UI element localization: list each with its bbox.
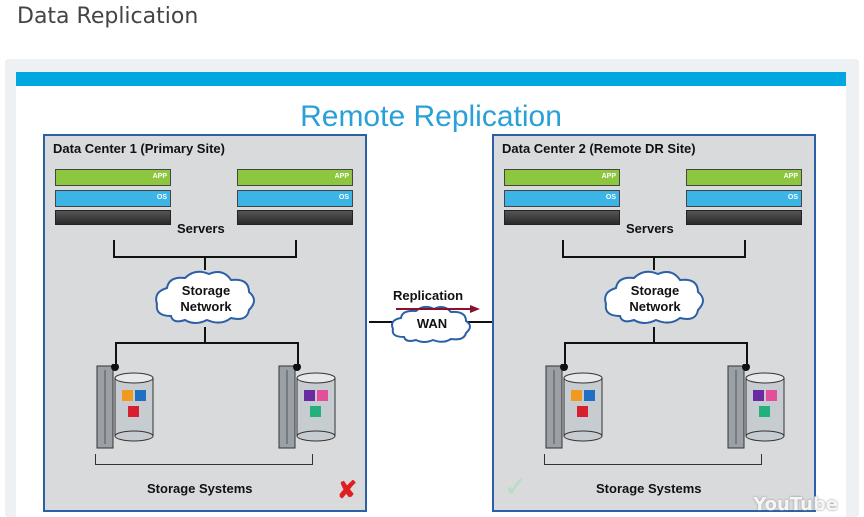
server-hardware-icon xyxy=(686,210,802,225)
app-layer: APP xyxy=(504,169,620,186)
storage-network-cloud-icon xyxy=(155,270,255,324)
primary-server-2: APP OS xyxy=(237,169,353,225)
app-layer: APP xyxy=(686,169,802,186)
app-layer: APP xyxy=(55,169,171,186)
youtube-logo-icon[interactable]: YouTube xyxy=(753,494,838,515)
server-hardware-icon xyxy=(237,210,353,225)
slide-top-bar xyxy=(16,72,846,86)
wan-cloud-icon xyxy=(391,305,471,343)
connector-line xyxy=(653,327,655,342)
wan-label: WAN xyxy=(416,316,448,331)
connector-line xyxy=(746,342,748,367)
remote-server-1: APP OS xyxy=(504,169,620,225)
primary-servers-label: Servers xyxy=(177,221,225,236)
os-layer: OS xyxy=(686,190,802,207)
remote-site-title: Data Center 2 (Remote DR Site) xyxy=(502,141,696,156)
remote-servers-label: Servers xyxy=(626,221,674,236)
replication-arrow-icon xyxy=(396,305,480,313)
storage-bracket xyxy=(544,454,762,465)
connector-line xyxy=(653,256,655,270)
connector-line xyxy=(744,240,746,257)
connector-line xyxy=(115,342,117,367)
success-check-icon: ✓ xyxy=(504,471,528,502)
connector-line xyxy=(564,342,566,367)
storage-array-icon xyxy=(96,364,154,449)
connector-line xyxy=(204,256,206,270)
connector-line xyxy=(204,327,206,342)
replication-label: Replication xyxy=(393,288,464,303)
page-title: Data Replication xyxy=(17,4,199,29)
primary-site-panel: Data Center 1 (Primary Site) APP OS APP … xyxy=(43,134,367,512)
remote-network-label: Storage Network xyxy=(629,283,681,314)
failure-x-icon: ✘ xyxy=(337,477,358,504)
remote-server-2: APP OS xyxy=(686,169,802,225)
wan-connector-line xyxy=(466,321,493,323)
storage-array-icon xyxy=(278,364,336,449)
os-layer: OS xyxy=(504,190,620,207)
primary-storage-label: Storage Systems xyxy=(147,481,253,496)
storage-network-cloud-icon xyxy=(604,270,704,324)
connector-line xyxy=(115,342,299,344)
storage-bracket xyxy=(95,454,313,465)
slide-title: Remote Replication xyxy=(300,100,562,133)
connector-line xyxy=(113,240,115,257)
wan-connector-line xyxy=(369,321,397,323)
primary-site-title: Data Center 1 (Primary Site) xyxy=(53,141,225,156)
server-hardware-icon xyxy=(55,210,171,225)
remote-site-panel: Data Center 2 (Remote DR Site) APP OS AP… xyxy=(492,134,816,512)
connector-line xyxy=(562,240,564,257)
remote-storage-label: Storage Systems xyxy=(596,481,702,496)
app-layer: APP xyxy=(237,169,353,186)
connector-line xyxy=(297,342,299,367)
primary-network-label: Storage Network xyxy=(180,283,232,314)
storage-array-icon xyxy=(545,364,603,449)
os-layer: OS xyxy=(237,190,353,207)
video-player[interactable]: Remote Replication Data Center 1 (Primar… xyxy=(16,72,846,517)
primary-server-1: APP OS xyxy=(55,169,171,225)
storage-array-icon xyxy=(727,364,785,449)
connector-line xyxy=(295,240,297,257)
connector-line xyxy=(564,342,748,344)
os-layer: OS xyxy=(55,190,171,207)
server-hardware-icon xyxy=(504,210,620,225)
